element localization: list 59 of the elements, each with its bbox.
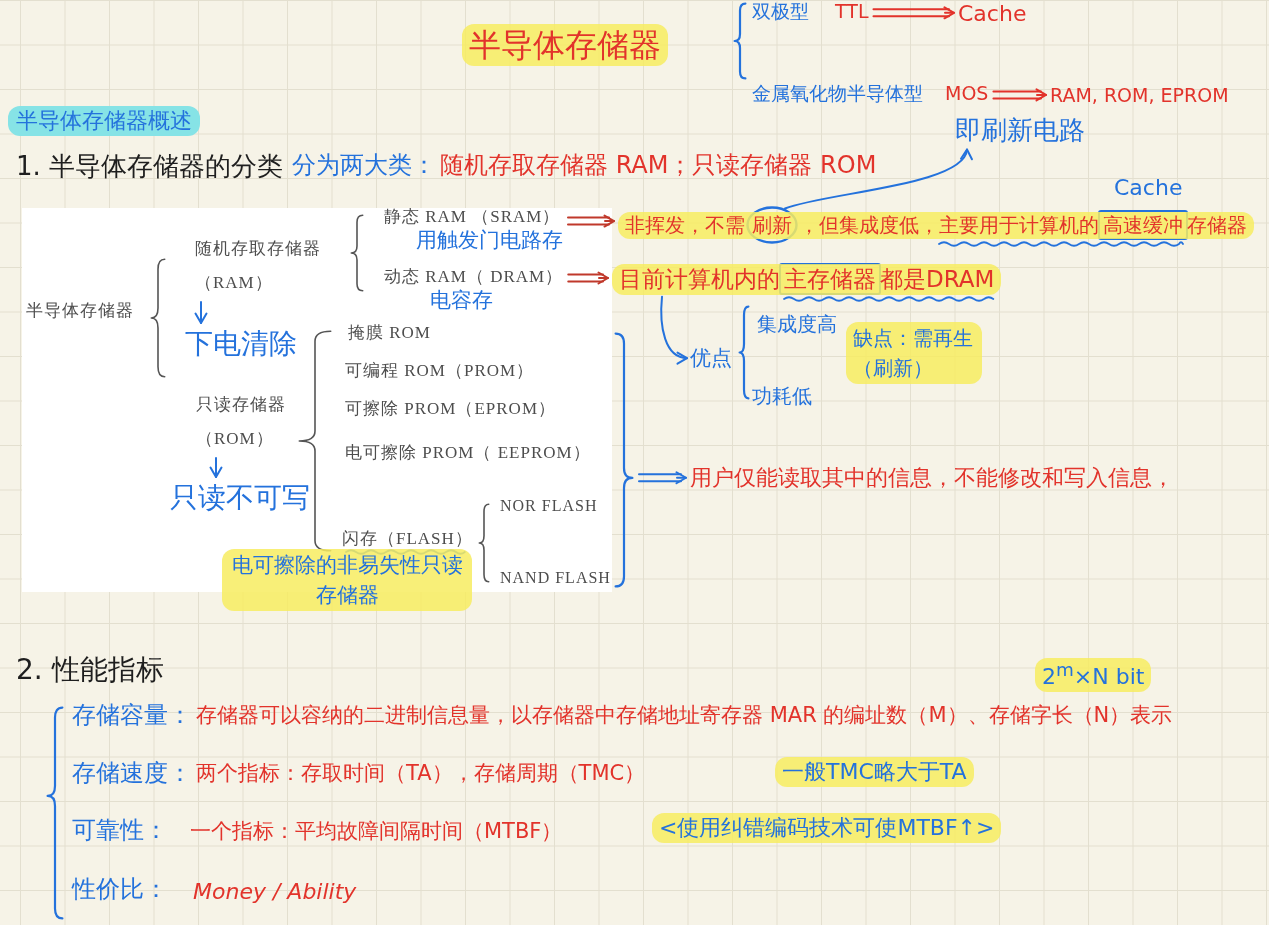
tree-item: 静态 RAM （SRAM） [384, 206, 561, 228]
highlighted-note: 非挥发，不需刷新，但集成度低，主要用于计算机的高速缓冲存储器 [618, 212, 1254, 239]
type-name: 双极型 [752, 0, 809, 24]
page-title: 半导体存储器 [462, 24, 668, 66]
note-text: 一个指标：平均故障间隔时间（MTBF） [190, 818, 563, 845]
field-label: 存储容量： [72, 700, 192, 730]
section-heading: 半导体存储器概述 [8, 106, 200, 136]
arrow [660, 295, 688, 364]
highlighted-note: <使用纠错编码技术可使MTBF↑> [652, 813, 1002, 843]
field-label: 性价比： [72, 874, 168, 904]
annotation-text: 电容存 [430, 287, 493, 314]
tree-item: 闪存（FLASH） [342, 528, 473, 550]
annotation-text: 即刷新电路 [955, 114, 1085, 147]
type-code: MOS [945, 82, 989, 106]
tree-item: 可擦除 PROM（EPROM） [345, 398, 556, 420]
highlighted-note: 目前计算机内的主存储器都是DRAM [612, 264, 1002, 295]
annotation-text: 功耗低 [752, 384, 812, 409]
double-arrow [567, 271, 609, 285]
arrow [209, 457, 223, 478]
note-text: 分为两大类： [292, 150, 436, 180]
double-arrow [638, 471, 687, 485]
arrow [784, 148, 970, 210]
annotation-text: 只读不可写 [170, 480, 310, 515]
arrow [194, 301, 208, 324]
field-label: 可靠性： [72, 815, 168, 845]
highlighted-note: 电可擦除的非易失性只读存储器 [222, 549, 472, 612]
tree-item: 动态 RAM（ DRAM） [384, 266, 564, 288]
annotation-text: Cache [1114, 174, 1183, 202]
tree-item: 掩膜 ROM [348, 322, 431, 344]
highlighted-note: 一般TMC略大于TA [775, 757, 974, 787]
highlighted-note: 缺点：需再生（刷新） [846, 322, 982, 384]
tree-item: 可编程 ROM（PROM） [345, 360, 535, 382]
highlighted-note: 2$^{m}$×N bit [1035, 658, 1152, 692]
tree-item: 随机存取存储器（RAM） [195, 232, 323, 300]
field-label: 存储速度： [72, 758, 192, 788]
annotation-text: 优点 [690, 345, 732, 372]
curly-brace [614, 332, 634, 588]
annotation-text: RAM, ROM, EPROM [1050, 84, 1229, 108]
annotation-text: Cache [958, 0, 1027, 28]
annotation-text: 集成度高 [757, 312, 837, 337]
note-text: 两个指标：存取时间（TA），存储周期（TMC） [196, 760, 646, 787]
double-arrow [567, 214, 615, 228]
type-code: TTL [835, 0, 869, 24]
tree-item: 半导体存储器 [26, 300, 134, 322]
tree-item: 电可擦除 PROM（ EEPROM） [345, 442, 591, 464]
note-text: 随机存取存储器 RAM；只读存储器 ROM [440, 150, 877, 180]
tree-item: NAND FLASH [500, 568, 611, 588]
annotation-text: 用触发门电路存 [416, 227, 563, 254]
tree-item: 只读存储器（ROM） [196, 388, 292, 456]
note-text: 存储器可以容纳的二进制信息量，以存储器中存储地址寄存器 MAR 的编址数（M）、存储字长（N）表示 [196, 702, 1173, 729]
tree-item: NOR FLASH [500, 496, 598, 516]
section-heading: 2. 性能指标 [16, 652, 164, 687]
type-name: 金属氧化物半导体型 [752, 82, 923, 106]
annotation-text: 下电清除 [185, 326, 297, 361]
double-arrow [992, 88, 1047, 102]
note-text: 用户仅能读取其中的信息，不能修改和写入信息， [690, 464, 1174, 492]
note-text: Money / Ability [193, 878, 357, 906]
double-arrow [872, 6, 955, 20]
section-heading: 1. 半导体存储器的分类 [16, 150, 284, 183]
